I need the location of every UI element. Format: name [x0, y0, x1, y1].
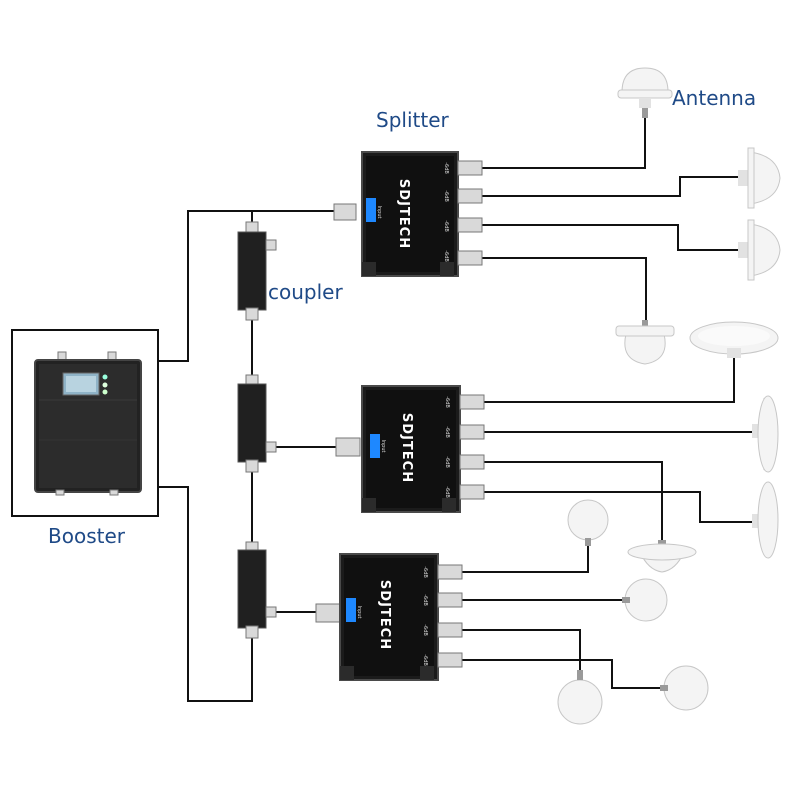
antenna-label: Antenna: [672, 86, 757, 110]
splitter-3-tag-2: -6dB: [422, 594, 428, 606]
cable-s2-out4: [484, 491, 762, 523]
splitter-1-brand: SDJTECH: [396, 179, 411, 249]
booster-frame: [11, 329, 159, 517]
cable-s3-out3: [462, 629, 581, 672]
splitter-2-tag-1: -6dB: [444, 396, 450, 408]
cable-s1-out4: [482, 257, 647, 322]
splitter-3-tag-3: -6dB: [422, 624, 428, 636]
wall-antenna-icon: [752, 481, 779, 559]
puck-antenna-icon: [689, 321, 779, 358]
disc-antenna-icon: [567, 499, 609, 546]
coupler-2: [237, 374, 277, 473]
coupler-label: coupler: [268, 280, 343, 304]
splitter-1-tag-3: -6dB: [443, 220, 449, 232]
splitter-label: Splitter: [376, 108, 449, 132]
cable-s2-out3: [484, 461, 663, 544]
cable-s1-out2: [482, 176, 744, 197]
ceiling-antenna-icon: [615, 320, 675, 365]
cable-s1-out1: [482, 118, 646, 169]
splitter-2-tag-2: -6dB: [444, 426, 450, 438]
panel-antenna-icon: [738, 147, 781, 209]
disc-antenna-icon: [622, 578, 668, 622]
booster-label: Booster: [48, 524, 125, 548]
splitter-2-input-label: Input: [380, 440, 386, 453]
coupler-3: [237, 541, 277, 639]
splitter-1-tag-2: -6dB: [443, 190, 449, 202]
splitter-3-tag-1: -6dB: [422, 566, 428, 578]
disc-antenna-icon: [660, 665, 709, 711]
cable-booster-to-splitter-1: [158, 210, 340, 362]
splitter-1-tag-4: -6dB: [443, 250, 449, 262]
splitter-1-tag-1: -6dB: [443, 162, 449, 174]
cable-coupler3-to-booster: [158, 486, 253, 702]
panel-antenna-icon: [738, 219, 781, 281]
splitter-1: SDJTECH Input -6dB -6dB -6dB -6dB: [333, 151, 483, 277]
cables: [11, 118, 762, 702]
splitter-3-brand: SDJTECH: [377, 580, 392, 650]
cable-s1-out3: [482, 224, 744, 251]
coupler-1: [237, 221, 277, 321]
wall-antenna-icon: [752, 395, 779, 473]
ceiling-antenna-icon: [627, 540, 697, 573]
splitter-2: SDJTECH Input -6dB -6dB -6dB -6dB: [335, 385, 485, 513]
splitter-2-brand: SDJTECH: [399, 413, 414, 483]
splitter-1-input-label: Input: [376, 206, 382, 219]
splitter-2-tag-3: -6dB: [444, 456, 450, 468]
cable-s2-out1: [484, 358, 735, 403]
cable-s3-out4: [462, 659, 664, 689]
splitter-2-tag-4: -6dB: [444, 486, 450, 498]
cable-s3-out1: [462, 538, 589, 573]
ceiling-antenna-icon: [617, 67, 673, 118]
disc-antenna-icon: [557, 670, 603, 725]
splitter-3-input-label: Input: [356, 606, 362, 619]
splitter-3: SDJTECH Input -6dB -6dB -6dB -6dB: [315, 553, 463, 681]
splitter-3-tag-4: -6dB: [422, 654, 428, 666]
booster-device: [34, 351, 142, 496]
